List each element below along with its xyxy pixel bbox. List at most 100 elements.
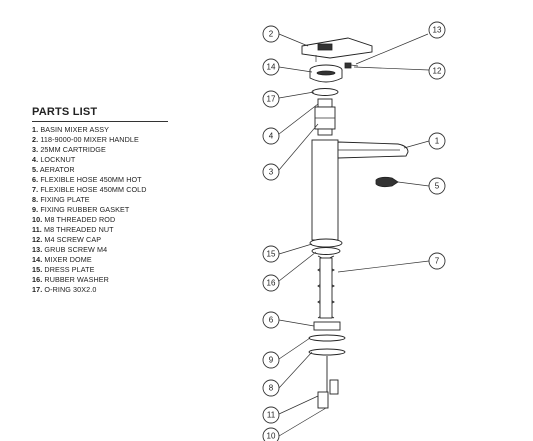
item-number: 4.	[32, 155, 39, 164]
item-label: AERATOR	[39, 165, 75, 174]
parts-list-item: 6. FLEXIBLE HOSE 450MM HOT	[32, 175, 172, 185]
parts-list-item: 12. M4 SCREW CAP	[32, 235, 172, 245]
callout-11: 11	[262, 406, 280, 424]
leader-lines	[278, 33, 430, 437]
callout-14: 14	[262, 58, 280, 76]
item-label: RUBBER WASHER	[44, 275, 109, 284]
item-label: M8 THREADED ROD	[44, 215, 116, 224]
parts-list-item: 2. 118-9000-00 MIXER HANDLE	[32, 135, 172, 145]
callout-5: 5	[428, 177, 446, 195]
item-number: 12.	[32, 235, 43, 244]
callout-label: 7	[435, 257, 440, 266]
callout-label: 8	[269, 384, 274, 393]
dress-plate	[309, 238, 343, 255]
fixing-plate	[308, 321, 346, 356]
parts-list-item: 9. FIXING RUBBER GASKET	[32, 205, 172, 215]
item-number: 10.	[32, 215, 43, 224]
item-label: FIXING RUBBER GASKET	[40, 205, 130, 214]
item-number: 6.	[32, 175, 39, 184]
callout-7: 7	[428, 252, 446, 270]
item-label: FLEXIBLE HOSE 450MM HOT	[40, 175, 142, 184]
parts-list-item: 10. M8 THREADED ROD	[32, 215, 172, 225]
item-label: M4 SCREW CAP	[44, 235, 102, 244]
parts-list-title: PARTS LIST	[32, 106, 168, 122]
parts-list: PARTS LIST 1. BASIN MIXER ASSY 2. 118-90…	[32, 106, 172, 295]
parts-list-item: 7. FLEXIBLE HOSE 450MM COLD	[32, 185, 172, 195]
item-label: O-RING 30X2.0	[44, 285, 97, 294]
item-label: DRESS PLATE	[44, 265, 95, 274]
parts-list-item: 15. DRESS PLATE	[32, 265, 172, 275]
callout-13: 13	[428, 21, 446, 39]
parts-list-item: 8. FIXING PLATE	[32, 195, 172, 205]
callout-17: 17	[262, 90, 280, 108]
item-label: GRUB SCREW M4	[44, 245, 108, 254]
item-number: 9.	[32, 205, 39, 214]
parts-list-item: 11. M8 THREADED NUT	[32, 225, 172, 235]
callout-label: 14	[267, 63, 276, 72]
callout-label: 12	[433, 67, 442, 76]
callout-9: 9	[262, 351, 280, 369]
item-number: 13.	[32, 245, 43, 254]
item-number: 15.	[32, 265, 43, 274]
callout-12: 12	[428, 62, 446, 80]
item-number: 11.	[32, 225, 42, 234]
callout-label: 3	[269, 168, 274, 177]
parts-list-item: 1. BASIN MIXER ASSY	[32, 125, 172, 135]
mixer-body	[311, 139, 409, 241]
callout-6: 6	[262, 311, 280, 329]
callout-label: 6	[269, 316, 274, 325]
item-number: 7.	[32, 185, 39, 194]
threaded-rod	[317, 356, 339, 409]
item-label: 118-9000-00 MIXER HANDLE	[40, 135, 139, 144]
parts-list-item: 17. O-RING 30X2.0	[32, 285, 172, 295]
callout-3: 3	[262, 163, 280, 181]
callout-1: 1	[428, 132, 446, 150]
callout-label: 9	[269, 356, 274, 365]
callout-15: 15	[262, 245, 280, 263]
grub-screw	[344, 62, 359, 69]
callout-label: 2	[269, 30, 274, 39]
mixer-dome	[309, 64, 343, 83]
item-number: 3.	[32, 145, 39, 154]
parts-list-item: 16. RUBBER WASHER	[32, 275, 172, 285]
parts-list-items: 1. BASIN MIXER ASSY 2. 118-9000-00 MIXER…	[32, 125, 172, 295]
callout-2: 2	[262, 25, 280, 43]
callout-4: 4	[262, 127, 280, 145]
parts-list-item: 5. AERATOR	[32, 165, 172, 175]
callout-16: 16	[262, 274, 280, 292]
callout-label: 1	[435, 137, 440, 146]
callout-label: 10	[267, 432, 276, 441]
item-label: M8 THREADED NUT	[44, 225, 114, 234]
item-label: LOCKNUT	[40, 155, 76, 164]
item-number: 16.	[32, 275, 43, 284]
item-number: 2.	[32, 135, 39, 144]
item-label: MIXER DOME	[44, 255, 92, 264]
parts-list-item: 13. GRUB SCREW M4	[32, 245, 172, 255]
item-number: 17.	[32, 285, 43, 294]
item-label: FLEXIBLE HOSE 450MM COLD	[40, 185, 147, 194]
item-label: FIXING PLATE	[40, 195, 90, 204]
callout-label: 11	[267, 411, 276, 420]
item-number: 5.	[32, 165, 39, 174]
callout-label: 13	[433, 26, 442, 35]
o-ring	[311, 88, 339, 96]
locknut-cartridge	[314, 98, 336, 136]
mixer-handle	[301, 37, 373, 62]
item-label: BASIN MIXER ASSY	[40, 125, 110, 134]
callout-8: 8	[262, 379, 280, 397]
callout-label: 4	[269, 132, 274, 141]
item-number: 14.	[32, 255, 43, 264]
aerator	[375, 176, 399, 188]
callout-label: 5	[435, 182, 440, 191]
parts-list-item: 4. LOCKNUT	[32, 155, 172, 165]
callout-10: 10	[262, 427, 280, 441]
item-number: 8.	[32, 195, 39, 204]
item-label: 25MM CARTRIDGE	[40, 145, 106, 154]
parts-list-item: 14. MIXER DOME	[32, 255, 172, 265]
parts-list-item: 3. 25MM CARTRIDGE	[32, 145, 172, 155]
callout-label: 15	[267, 250, 276, 259]
callout-label: 16	[267, 279, 276, 288]
flexible-hoses	[317, 255, 336, 319]
callout-label: 17	[267, 95, 276, 104]
